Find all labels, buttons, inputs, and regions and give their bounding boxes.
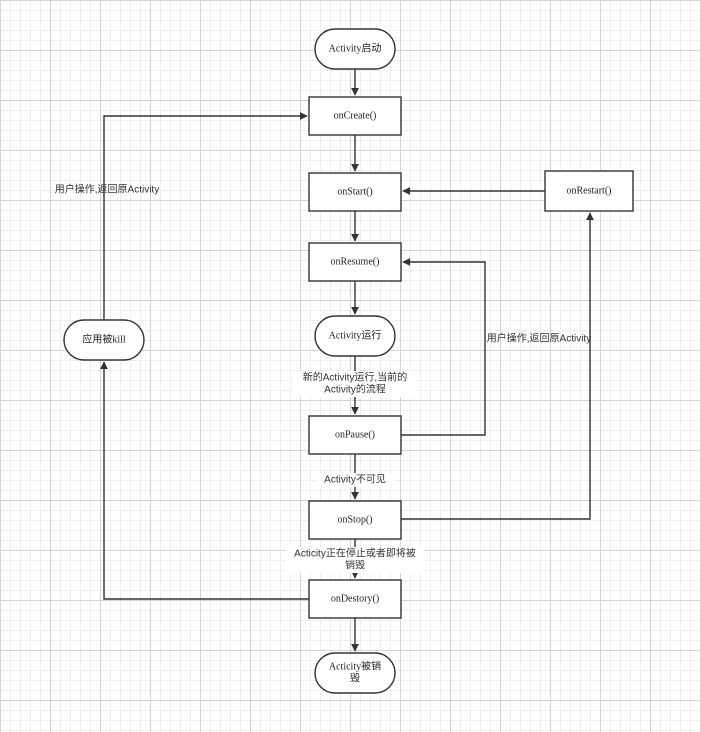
edge-ondestory-killed — [100, 361, 309, 600]
node-onstop[interactable]: onStop() — [308, 500, 402, 540]
edge-label-text-stopping: Acticity正在停止或者即将被 — [294, 547, 416, 560]
node-onresume[interactable]: onResume() — [308, 242, 402, 282]
node-label-destroyed: 毁 — [350, 673, 360, 685]
node-onpause[interactable]: onPause() — [308, 415, 402, 455]
node-label-onstart: onStart() — [337, 187, 373, 198]
node-label-onrestart: onRestart() — [567, 186, 612, 197]
node-oncreate[interactable]: onCreate() — [308, 96, 402, 136]
node-label-killed: 应用被kill — [82, 333, 126, 346]
node-box-running — [314, 315, 396, 357]
nodes-layer: Activity启动 onCreate() onStart() onRestart()… — [63, 28, 634, 694]
edge-killed-oncreate — [103, 112, 308, 320]
edge-label-text-new-activity: Activity的流程 — [324, 383, 386, 396]
edge-label-user-back-right: 用户操作,返回原Activity — [487, 332, 591, 345]
edge-label-user-back-left: 用户操作,返回原Activity — [55, 183, 159, 196]
node-onrestart[interactable]: onRestart() — [544, 170, 634, 212]
node-label-onstop: onStop() — [338, 515, 373, 526]
node-label-destroyed: Acticity被销 — [329, 660, 381, 673]
node-box-killed — [63, 319, 145, 361]
edge-label-bg-stopping — [285, 547, 425, 573]
node-box-destroyed — [314, 652, 396, 694]
edge-label-text-user-back-left: 用户操作,返回原Activity — [55, 183, 159, 196]
node-start[interactable]: Activity启动 — [314, 28, 396, 70]
node-box-start — [314, 28, 396, 70]
edges-layer — [100, 69, 594, 652]
node-label-ondestory: onDestory() — [331, 594, 379, 605]
node-box-onrestart — [544, 170, 634, 212]
labels-layer: 用户操作,返回原Activity 用户操作,返回原Activity 新的Activi… — [55, 183, 591, 573]
node-label-onresume: onResume() — [331, 257, 380, 268]
node-box-ondestory — [308, 579, 402, 619]
node-label-start: Activity启动 — [329, 42, 382, 55]
edge-onpause-onresume — [401, 258, 486, 436]
node-box-oncreate — [308, 96, 402, 136]
node-killed[interactable]: 应用被kill — [63, 319, 145, 361]
edge-label-invisible: Activity不可见 — [315, 473, 395, 487]
node-onstart[interactable]: onStart() — [308, 172, 402, 212]
edge-label-bg-new-activity — [292, 371, 418, 397]
edge-label-text-invisible: Activity不可见 — [324, 474, 386, 486]
node-running[interactable]: Activity运行 — [314, 315, 396, 357]
node-box-onstop — [308, 500, 402, 540]
edge-label-text-user-back-right: 用户操作,返回原Activity — [487, 332, 591, 345]
node-box-onpause — [308, 415, 402, 455]
edge-label-text-stopping: 销毁 — [345, 559, 365, 572]
node-label-running: Activity运行 — [329, 329, 382, 342]
node-box-onstart — [308, 172, 402, 212]
node-ondestory[interactable]: onDestory() — [308, 579, 402, 619]
edge-onstop-onrestart — [401, 212, 594, 520]
edge-label-text-new-activity: 新的Activity运行,当前的 — [303, 371, 407, 384]
node-box-onresume — [308, 242, 402, 282]
edge-label-bg-invisible — [315, 473, 395, 487]
node-label-oncreate: onCreate() — [334, 111, 377, 122]
node-label-onpause: onPause() — [335, 430, 375, 441]
